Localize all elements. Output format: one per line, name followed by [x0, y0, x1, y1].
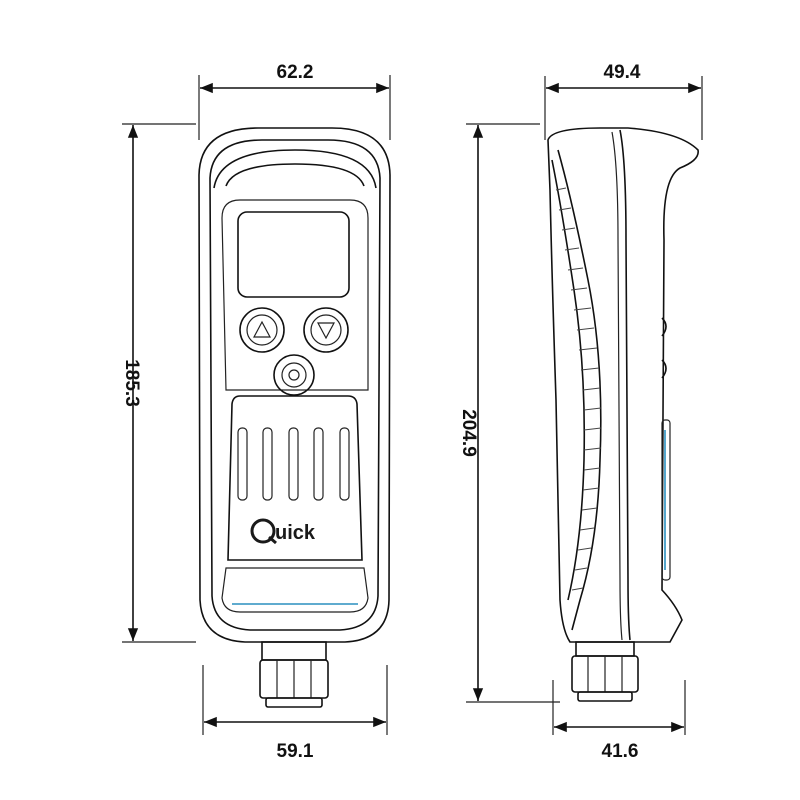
dimension-label-width-top: 62.2: [277, 62, 314, 83]
logo-text: uick: [275, 522, 316, 544]
side-button[interactable]: [661, 317, 667, 337]
dimension-label-height: 185.3: [121, 359, 142, 407]
grip-texture: [555, 187, 602, 591]
center-button[interactable]: [273, 354, 315, 396]
dimension-label-height: 204.9: [458, 409, 479, 457]
base-band: [221, 567, 369, 613]
ribbed-grip-panel: [227, 395, 363, 561]
cable-gland-front: [259, 641, 329, 708]
down-arrow-icon: [317, 322, 335, 340]
top-grip-arch: [213, 149, 377, 189]
dimension-label-width-bottom: 41.6: [602, 741, 639, 762]
grip-ribs: [237, 427, 350, 501]
side-view: 49.4 41.6 204.9: [458, 62, 703, 762]
top-grip-arch-inner: [225, 163, 365, 187]
face-panel: [221, 199, 369, 391]
side-clip: [661, 419, 671, 581]
display-screen: [237, 211, 350, 298]
grip-edge-inner: [551, 159, 586, 601]
logo-q-icon: [250, 518, 276, 544]
side-seam-inner: [611, 131, 623, 641]
grip-edge: [557, 149, 602, 631]
device-body-inner-outline: [209, 139, 381, 631]
up-button[interactable]: [239, 307, 285, 353]
side-seam: [619, 129, 631, 641]
side-body-outline: [547, 127, 699, 643]
brand-logo: uick: [250, 518, 316, 545]
side-button[interactable]: [661, 359, 667, 379]
device-body-outline: [198, 127, 391, 643]
down-button[interactable]: [303, 307, 349, 353]
cable-gland-side: [571, 641, 639, 702]
dimension-label-width-bottom: 59.1: [277, 741, 314, 762]
up-arrow-icon: [253, 320, 271, 338]
dimension-label-width-top: 49.4: [604, 62, 641, 83]
front-view: 62.2 59.1 185.3: [121, 62, 391, 762]
